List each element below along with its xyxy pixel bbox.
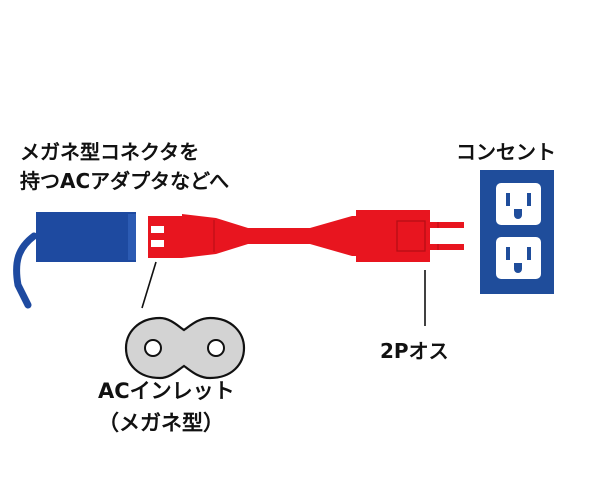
plug-strain-relief (310, 216, 358, 256)
connector-slot-bottom (151, 240, 164, 247)
inlet-leader-line (141, 261, 157, 309)
ac-adapter (13, 212, 136, 309)
plug-body (356, 210, 430, 262)
connector-strain-relief (182, 214, 248, 258)
connector-slot-top (151, 226, 164, 233)
plug-prong-bottom (430, 244, 464, 250)
adapter-cord (13, 232, 38, 309)
wall-outlet-icon (480, 170, 554, 294)
glasses-connector-head (148, 216, 182, 258)
outlet-caption: コンセント (456, 140, 556, 164)
connector-caption-line2: 持つACアダプタなどへ (20, 169, 230, 193)
inlet-caption-line1: ACインレット (98, 379, 235, 403)
inlet-outline (124, 316, 246, 380)
ac-inlet-icon (124, 316, 246, 380)
inlet-caption-line2: （メガネ型） (98, 411, 224, 435)
plug-prong-top (430, 222, 464, 228)
red-cable (148, 210, 464, 262)
adapter-face (128, 214, 136, 260)
socket-top-slot-left (506, 193, 510, 206)
adapter-body (36, 212, 136, 262)
socket-top-ground (514, 209, 522, 219)
inlet-hole-left (144, 339, 162, 357)
connector-caption-line1: メガネ型コネクタを (20, 140, 200, 164)
socket-bottom-slot-right (527, 247, 531, 260)
socket-top-slot-right (527, 193, 531, 206)
socket-bottom-slot-left (506, 247, 510, 260)
inlet-caption: ACインレット （メガネ型） (98, 375, 235, 439)
plug-face-outline (396, 220, 426, 252)
socket-bottom-ground (514, 263, 522, 273)
plug-caption: 2Pオス (380, 339, 449, 363)
connector-caption: メガネ型コネクタを 持つACアダプタなどへ (20, 138, 229, 196)
inlet-hole-right (207, 339, 225, 357)
